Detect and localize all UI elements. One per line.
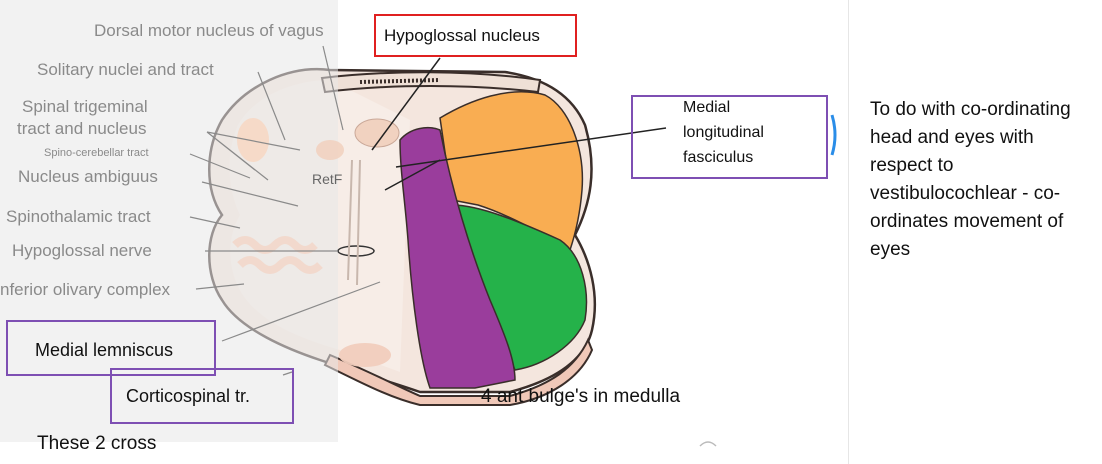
- pyramid-rim: [323, 337, 594, 406]
- mlf-box: [631, 95, 828, 179]
- hypoglossal-nucleus-blob: [354, 118, 400, 148]
- caption-ant-bulges: 4 ant bulge's in medulla: [481, 386, 681, 407]
- label-dorsal-motor-nucleus: Dorsal motor nucleus of vagus: [94, 21, 324, 40]
- caption-these-cross: These 2 cross: [37, 433, 157, 454]
- inferior-olive-shape: [232, 236, 323, 274]
- corticospinal-box: [110, 368, 294, 424]
- mlf-label-line1: Medial: [683, 99, 731, 116]
- side-note: To do with co-ordinating head and eyes w…: [870, 99, 1071, 260]
- hypoglossal-leader: [371, 57, 441, 151]
- label-spinal-trigeminal-2: tract and nucleus: [17, 119, 147, 138]
- label-retf: RetF: [312, 171, 343, 187]
- label-solitary-nuclei: Solitary nuclei and tract: [37, 60, 214, 79]
- label-spino-cerebellar: Spino-cerebellar tract: [44, 147, 149, 159]
- mlf-label-line2: longitudinal: [683, 124, 764, 141]
- label-spinothalamic: Spinothalamic tract: [6, 207, 151, 226]
- hypoglossal-nucleus-box: [374, 14, 577, 57]
- mlf-leader-2: [384, 159, 441, 191]
- label-inferior-olivary: nferior olivary complex: [0, 280, 171, 299]
- medial-lemniscus-label: Medial lemniscus: [35, 340, 174, 360]
- hypoglossal-nucleus-label: Hypoglossal nucleus: [384, 26, 540, 45]
- left-leader-lines: [189, 45, 381, 376]
- label-spinal-trigeminal-1: Spinal trigeminal: [22, 97, 148, 116]
- midline-tracts: [347, 159, 361, 286]
- pyramid-blob: [339, 343, 391, 367]
- trigeminal-blob: [237, 118, 269, 162]
- fourth-ventricle-rim: [320, 71, 542, 94]
- corticospinal-label: Corticospinal tr.: [126, 386, 251, 406]
- purple-region: [399, 127, 516, 389]
- mlf-label-line3: fasciculus: [683, 149, 754, 166]
- mlf-leader: [395, 127, 667, 168]
- solitary-blob: [316, 140, 344, 160]
- panel-divider: [848, 0, 849, 464]
- hatched-floor: [359, 78, 441, 84]
- label-hypoglossal-nerve: Hypoglossal nerve: [12, 241, 152, 260]
- label-nucleus-ambiguus: Nucleus ambiguus: [18, 167, 158, 186]
